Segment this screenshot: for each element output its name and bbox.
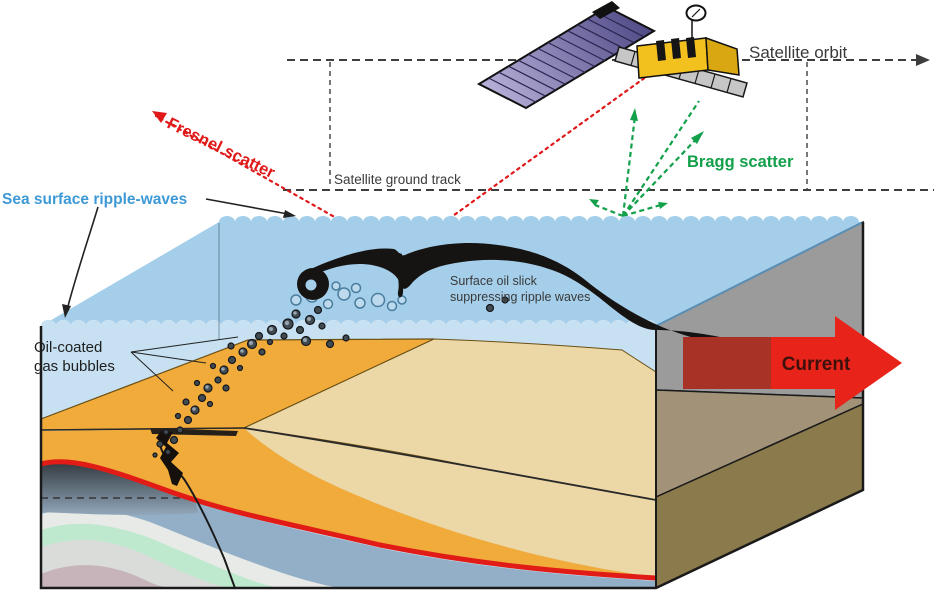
oil-slick xyxy=(297,243,788,353)
solar-panel-icon xyxy=(476,5,657,110)
ripple-wave-pointer-arrows xyxy=(66,198,289,311)
orbit-arrow-icon xyxy=(916,54,930,66)
seep-vent-smear xyxy=(150,428,238,436)
oil-coated-label-line1: Oil-coated xyxy=(34,339,102,356)
satellite-orbit-label: Satellite orbit xyxy=(749,43,848,62)
fresnel-arrowhead-icon xyxy=(152,111,167,123)
satellite-body-stripes xyxy=(656,37,696,61)
oil-coated-gas-bubbles-label: Oil-coated gas bubbles xyxy=(34,339,115,375)
block-outline xyxy=(39,222,865,590)
seafloor xyxy=(40,338,657,501)
antenna-dish-feed xyxy=(691,8,701,18)
fresnel-scatter-ray xyxy=(154,72,652,256)
ripple-arrowhead-left-icon xyxy=(62,304,71,318)
ripple-arrowhead-right-icon xyxy=(283,210,296,218)
bubble-label-leader-lines xyxy=(130,336,239,392)
solar-panel-stripes xyxy=(488,12,645,103)
bragg-scatter-label: Bragg scatter xyxy=(687,153,794,171)
red-seal-layer xyxy=(40,459,657,581)
bragg-scatter-rays xyxy=(594,100,703,218)
fresnel-scatter-label: Fresnel scatter xyxy=(164,114,278,182)
slick-label-line1: Surface oil slick xyxy=(450,274,538,288)
satellite-body-side xyxy=(705,36,740,76)
satellite-ground-track-label: Satellite ground track xyxy=(334,172,461,187)
layer-cream-front xyxy=(244,428,656,577)
panel-hinge-icon xyxy=(592,1,620,19)
waterline-edge-highlight xyxy=(655,221,864,327)
oil-slick-strand xyxy=(395,252,404,298)
oil-coated-label-line2: gas bubbles xyxy=(34,358,115,375)
geological-layers xyxy=(40,428,657,588)
oil-slick-body xyxy=(313,243,788,353)
oil-slick-curl-hole xyxy=(305,279,317,291)
sea-surface-ripple-waves-label: Sea surface ripple-waves xyxy=(2,191,187,208)
slick-label-line2: suppressing ripple waves xyxy=(450,290,590,304)
current-arrow: Current xyxy=(683,316,902,410)
oil-filled-crack xyxy=(156,431,183,486)
satellite-illustration xyxy=(476,1,748,110)
bank-base-line xyxy=(40,427,245,431)
gas-reservoir xyxy=(41,463,198,515)
seafloor-front-edge-line xyxy=(243,427,657,501)
layer-orange-front xyxy=(41,428,656,578)
surface-oil-slick-label: Surface oil slick suppressing ripple wav… xyxy=(450,274,590,304)
sea-surface-band xyxy=(41,216,863,327)
layer-mauve xyxy=(41,565,172,588)
current-label: Current xyxy=(782,354,851,375)
bragg-arrowheads-icon xyxy=(589,108,704,209)
